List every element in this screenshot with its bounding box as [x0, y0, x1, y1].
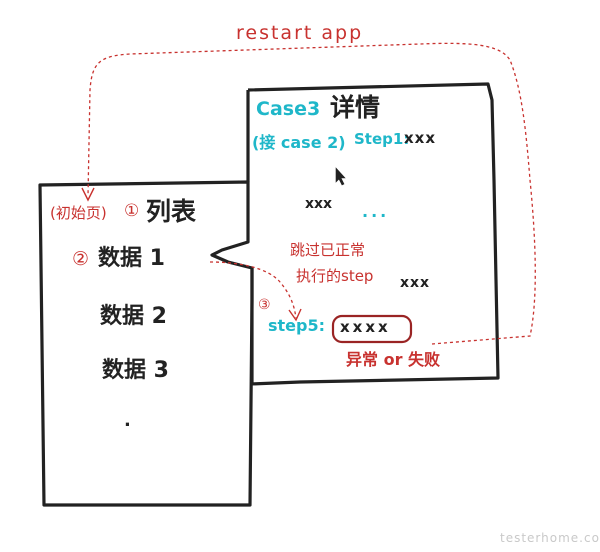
pre-step5-value: xxx — [400, 275, 431, 291]
continue-case-note: (接 case 2) — [252, 133, 346, 152]
step5-value: xxxx — [340, 318, 391, 336]
right-page-outline — [247, 82, 500, 386]
step-number-2: ② — [72, 248, 90, 270]
step-number-3: ③ — [258, 297, 271, 313]
list-item-2: 数据 2 — [100, 304, 167, 329]
skip-note-line-2: 执行的step — [296, 267, 374, 285]
jump-arrow — [209, 261, 297, 319]
list-more-dot: . — [124, 410, 131, 431]
restart-loop-arrow — [87, 42, 536, 345]
watermark: testerhome.com — [500, 531, 600, 545]
detail-page-title: 详情 — [330, 93, 381, 122]
left-page-outline — [38, 180, 254, 507]
initial-page-tag: (初始页) — [50, 204, 107, 222]
step1-value: xxx — [404, 129, 437, 147]
cursor-icon — [335, 167, 346, 186]
step-number-1: ① — [124, 201, 140, 221]
middle-step-value: xxx — [305, 196, 333, 212]
list-item-3: 数据 3 — [102, 358, 169, 383]
case-label: Case3 — [256, 98, 321, 120]
failure-note: 异常 or 失败 — [346, 350, 441, 369]
step5-value-box — [331, 314, 413, 344]
step1-label: Step1: — [354, 130, 410, 148]
skip-note-line-1: 跳过已正常 — [290, 241, 366, 259]
list-item-1: 数据 1 — [98, 246, 165, 271]
jump-arrowhead — [288, 308, 302, 322]
step5-label: step5: — [268, 316, 326, 335]
restart-label: restart app — [236, 22, 364, 44]
list-page-title: 列表 — [146, 197, 197, 226]
restart-arrowhead — [81, 187, 95, 202]
steps-ellipsis: ... — [362, 202, 390, 221]
